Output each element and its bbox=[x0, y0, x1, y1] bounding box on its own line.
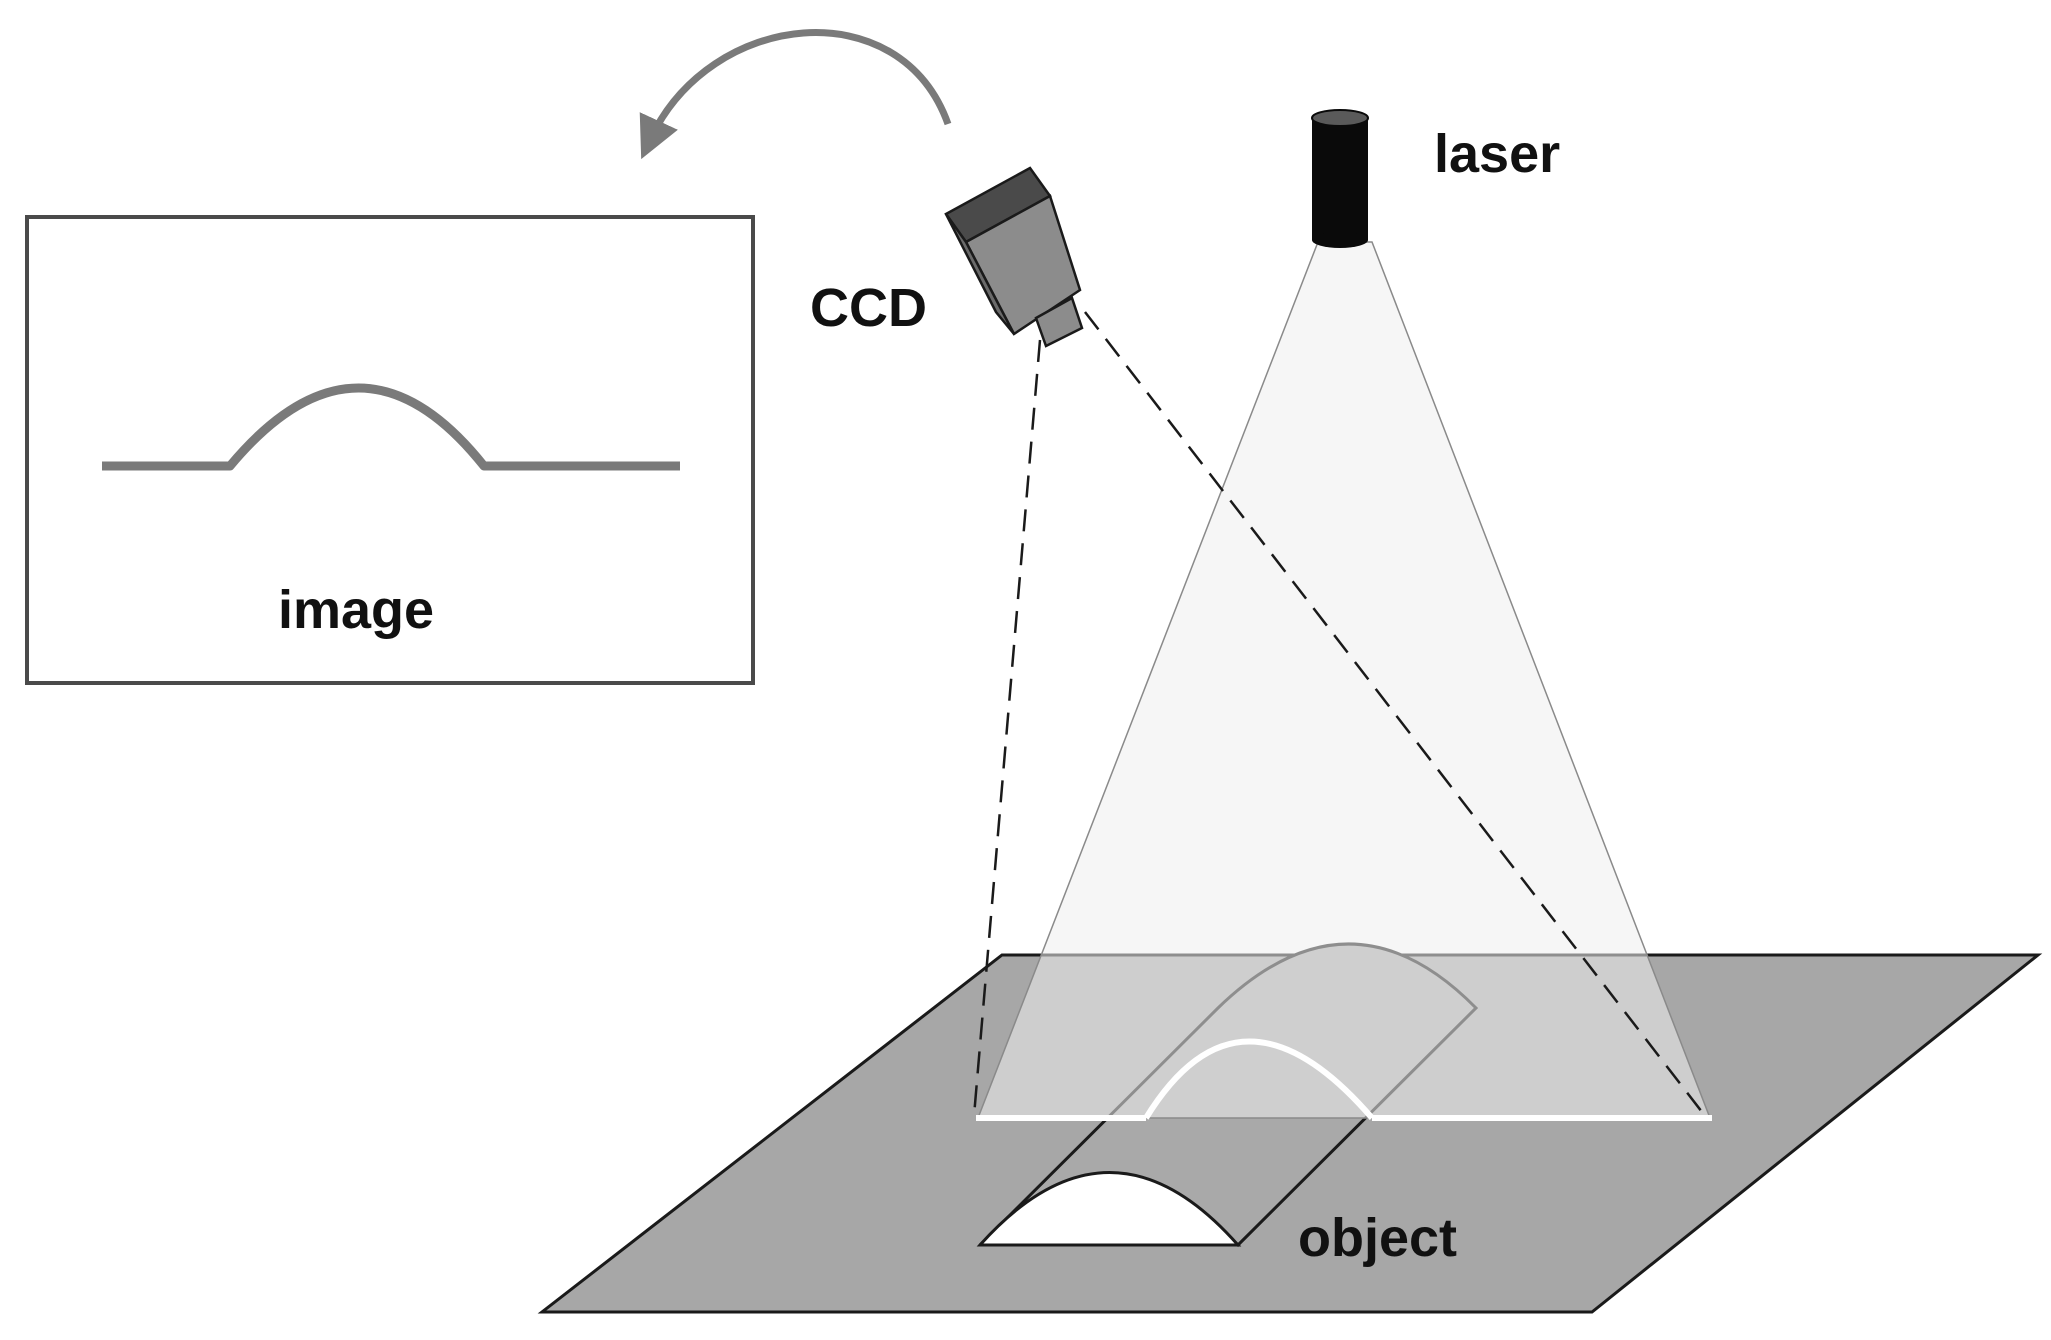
curved-arrow-icon bbox=[639, 29, 952, 160]
image-panel bbox=[25, 215, 755, 685]
ccd-camera bbox=[944, 166, 1084, 348]
ccd-label: CCD bbox=[810, 278, 927, 338]
object-label: object bbox=[1298, 1208, 1457, 1268]
image-profile-curve bbox=[102, 383, 680, 471]
ccd-view-lines bbox=[972, 311, 1703, 1117]
laser-stripe bbox=[976, 1038, 1712, 1121]
image-label: image bbox=[278, 580, 434, 640]
laser-light-fan bbox=[976, 241, 1712, 1119]
laser-label: laser bbox=[1434, 124, 1560, 184]
laser-emitter bbox=[1311, 109, 1369, 248]
